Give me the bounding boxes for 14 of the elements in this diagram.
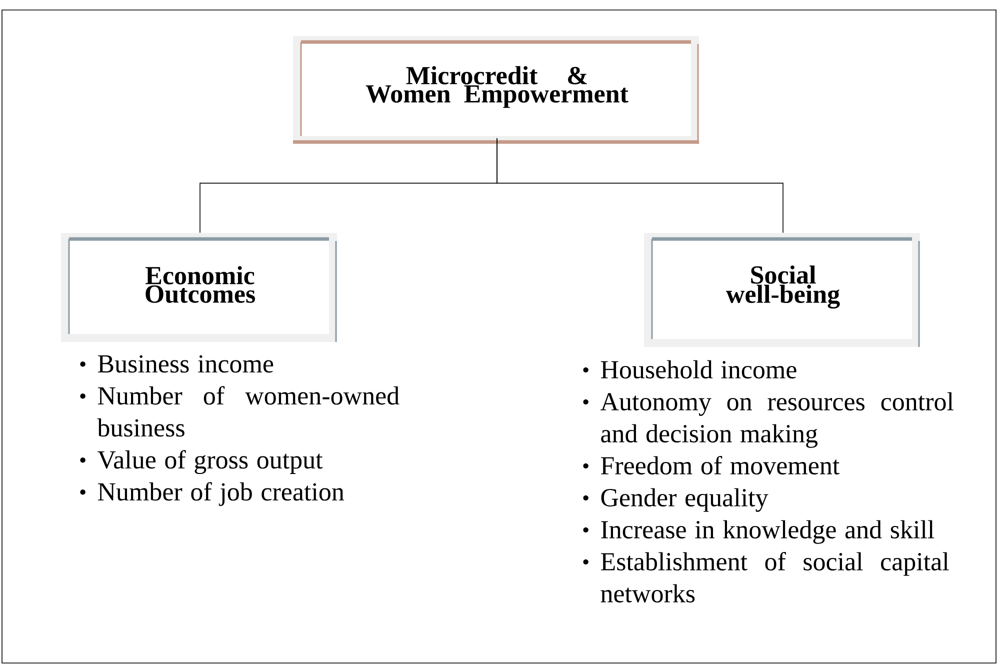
bullet-item: Increase in knowledge and skill [583, 520, 934, 544]
bullet-item: Freedom of movement [583, 456, 840, 474]
bullet-item: Value of gross output [80, 450, 323, 474]
bullet-item: Number of women-owned business [80, 386, 400, 437]
bullet-item: Establishment of social capital networks [583, 552, 949, 602]
bullet-item: Business income [80, 355, 274, 373]
bullet-item: Household income [583, 360, 796, 378]
bullet-item: Gender equality [583, 488, 768, 512]
title-box: Microcredit & Women Empowerment [293, 36, 699, 144]
connector-line [496, 138, 784, 234]
bullet-item: Autonomy on resources control and decision making [583, 392, 954, 448]
bullet-item: Number of job creation [80, 482, 344, 506]
title-box: Social well-being [644, 233, 920, 347]
title-box: Economic Outcomes [61, 233, 337, 342]
